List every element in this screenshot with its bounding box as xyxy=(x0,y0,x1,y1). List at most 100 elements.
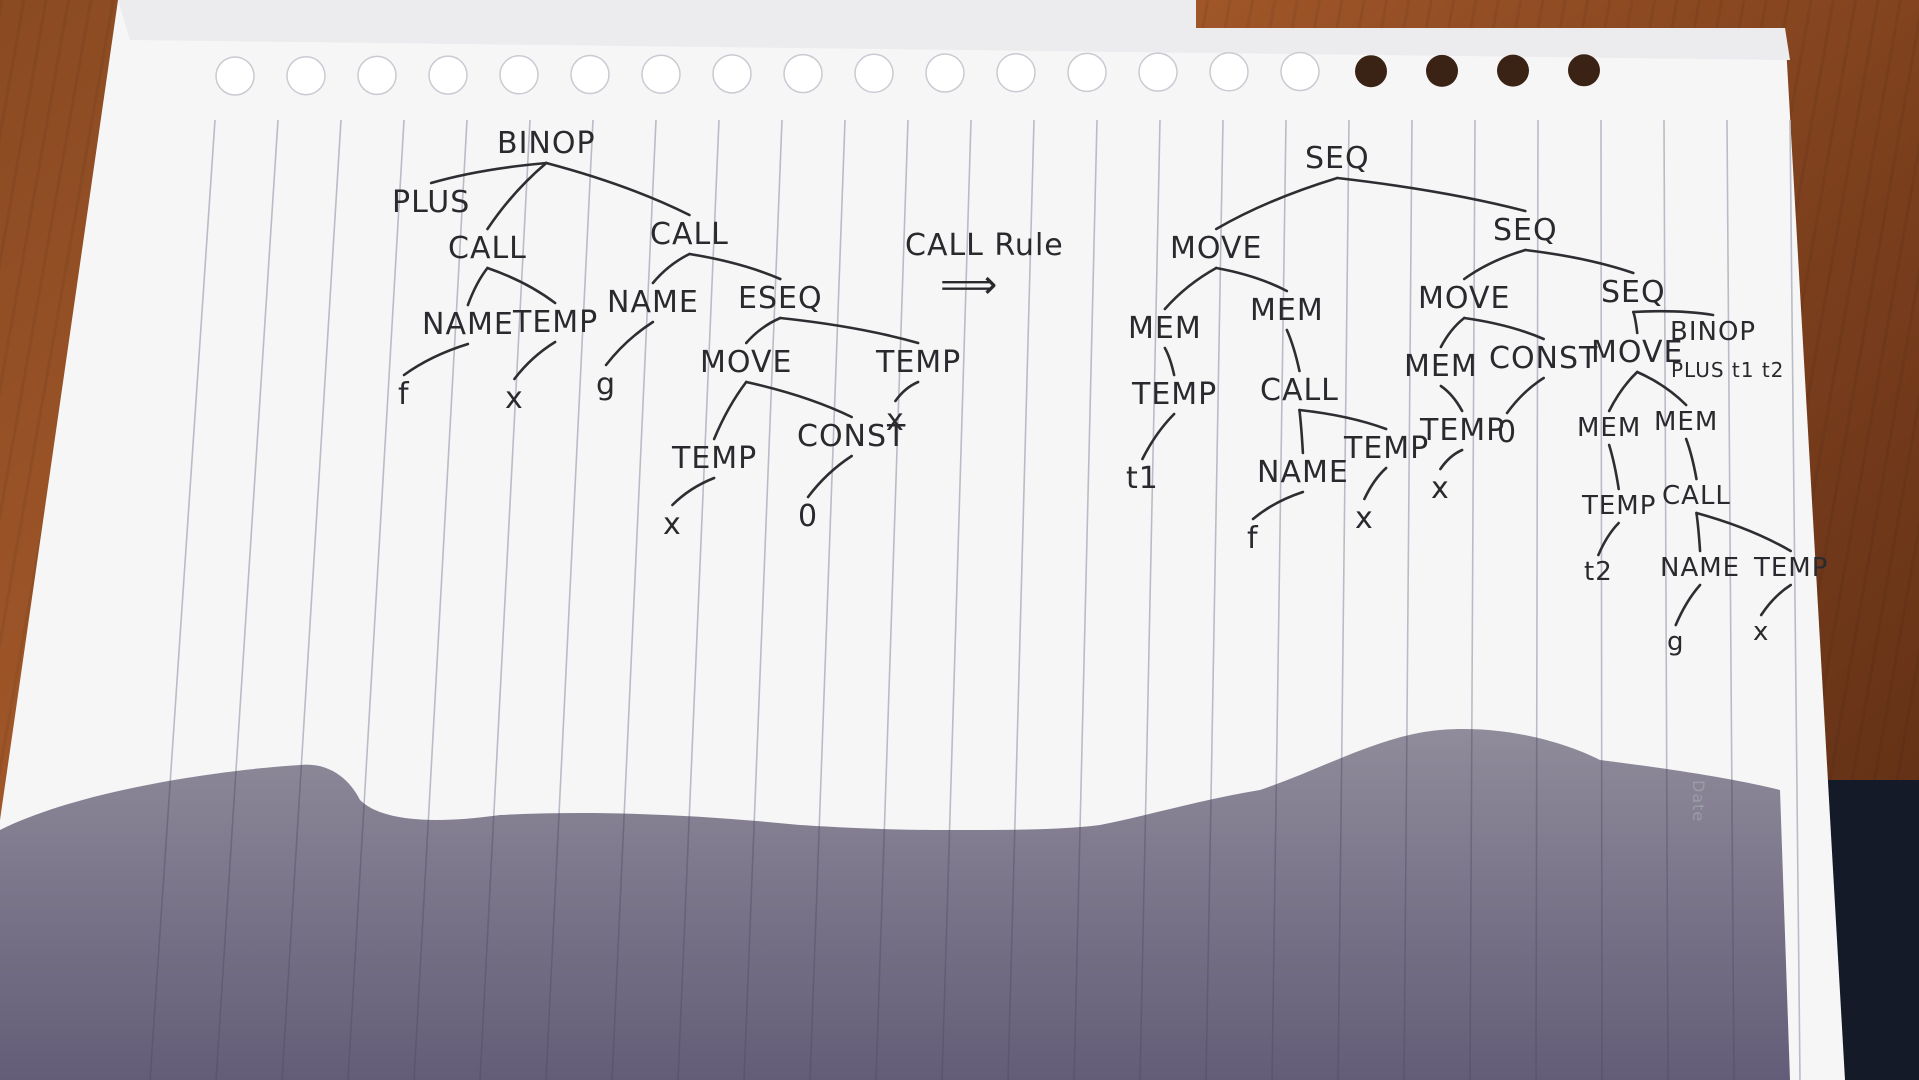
punch-hole xyxy=(1568,54,1600,87)
tree-edge xyxy=(894,380,920,403)
tree-edge xyxy=(1163,266,1218,311)
punch-hole xyxy=(357,55,397,96)
node-call: CALL xyxy=(448,231,527,266)
tree-edge xyxy=(1632,309,1715,317)
punch-holes xyxy=(215,51,1600,96)
node-x: x xyxy=(505,381,524,416)
tree-edge xyxy=(1462,316,1545,341)
tree-edge xyxy=(1141,412,1176,461)
node-f: f xyxy=(1247,521,1259,556)
tree-edge xyxy=(1363,466,1388,501)
node-mem: MEM xyxy=(1577,413,1641,443)
tree-edge xyxy=(806,454,853,499)
tree-edge xyxy=(466,266,489,307)
tree-edge xyxy=(1298,408,1388,431)
node-mem: MEM xyxy=(1250,293,1324,328)
node-t1: t1 xyxy=(1126,461,1159,496)
punch-hole xyxy=(1426,54,1458,87)
tree-edge xyxy=(712,380,748,441)
tree-edge xyxy=(1336,176,1527,213)
node-move: MOVE xyxy=(1170,231,1262,266)
node-temp: TEMP xyxy=(1343,431,1429,466)
call-rule-label: CALL Rule xyxy=(905,228,1064,263)
implies-arrow-icon: ⟹ xyxy=(940,262,998,308)
node-name: NAME xyxy=(422,307,514,342)
node-seq: SEQ xyxy=(1493,213,1558,248)
node-temp: TEMP xyxy=(1753,553,1828,583)
node-t2: t2 xyxy=(1584,557,1613,587)
punch-hole xyxy=(1209,52,1249,92)
punch-hole xyxy=(996,52,1036,93)
tree-edge xyxy=(1524,248,1635,275)
paper-top-fold xyxy=(118,0,1790,60)
tree-edge xyxy=(778,316,920,345)
ruled-line xyxy=(1789,119,1801,1080)
tree-edge xyxy=(651,252,691,285)
node-g: g xyxy=(596,367,616,402)
tree-edge xyxy=(1298,408,1305,455)
tree-edge xyxy=(429,161,548,185)
node-x: x xyxy=(1355,501,1374,536)
tree-edge xyxy=(1695,511,1702,553)
punch-hole xyxy=(1497,54,1529,87)
tree-edge xyxy=(486,161,548,231)
right-tree: SEQ MOVE SEQ MEM MEM TEMP t1 CALL NAME T… xyxy=(1126,141,1828,657)
tree-edge xyxy=(1462,248,1527,281)
tree-edge xyxy=(1684,437,1698,481)
node-temp: TEMP xyxy=(512,305,598,340)
node-temp: TEMP xyxy=(1131,377,1217,412)
node-zero: 0 xyxy=(1497,415,1517,450)
node-x: x xyxy=(886,403,905,438)
node-binop: BINOP xyxy=(497,126,596,161)
node-call: CALL xyxy=(1260,373,1339,408)
node-const: CONST xyxy=(1489,341,1598,376)
node-call: CALL xyxy=(650,217,729,252)
punch-hole xyxy=(925,53,965,93)
tree-edge xyxy=(1607,443,1621,491)
tree-edge xyxy=(604,320,655,367)
call-rule-arrow: CALL Rule ⟹ xyxy=(905,228,1064,308)
node-temp: TEMP xyxy=(1419,413,1505,448)
node-mem: MEM xyxy=(1128,311,1202,346)
tree-edge xyxy=(1695,511,1793,553)
node-temp: TEMP xyxy=(671,441,757,476)
tree-edge xyxy=(671,476,716,507)
node-x: x xyxy=(1753,617,1769,647)
node-g: g xyxy=(1667,627,1685,657)
tree-edges xyxy=(402,161,1793,627)
tree-edge xyxy=(744,380,853,419)
node-seq: SEQ xyxy=(1601,275,1666,310)
tree-edge xyxy=(1635,370,1688,407)
tree-edge xyxy=(1759,583,1793,617)
punch-hole xyxy=(712,54,752,94)
tree-edge xyxy=(1439,448,1464,471)
punch-hole xyxy=(1067,52,1107,93)
tree-edge xyxy=(1163,346,1176,377)
node-mem: MEM xyxy=(1404,349,1478,384)
tree-edge xyxy=(486,266,557,305)
node-f: f xyxy=(398,377,410,412)
punch-hole xyxy=(641,54,681,94)
tree-edge xyxy=(688,252,782,281)
left-tree: BINOP PLUS CALL CALL NAME TEMP f x NAME … xyxy=(392,126,960,542)
node-call: CALL xyxy=(1662,481,1731,511)
tree-edge xyxy=(1214,176,1339,231)
tree-edge xyxy=(1505,376,1545,415)
node-name: NAME xyxy=(1660,553,1740,583)
node-x: x xyxy=(663,507,682,542)
tree-edge xyxy=(1439,316,1466,349)
node-binop-args: PLUS t1 t2 xyxy=(1671,358,1784,382)
node-temp: TEMP xyxy=(1581,491,1656,521)
tree-edge xyxy=(1251,490,1305,521)
tree-edge xyxy=(544,161,691,217)
node-seq: SEQ xyxy=(1305,141,1370,176)
tree-edge xyxy=(1214,266,1289,293)
node-name: NAME xyxy=(1257,455,1349,490)
punch-hole xyxy=(428,55,468,95)
hand-shadow xyxy=(0,729,1790,1080)
tree-edge xyxy=(744,316,782,345)
node-zero: 0 xyxy=(798,499,818,534)
date-margin-label: Date xyxy=(1689,780,1708,822)
node-move: MOVE xyxy=(1591,335,1683,370)
